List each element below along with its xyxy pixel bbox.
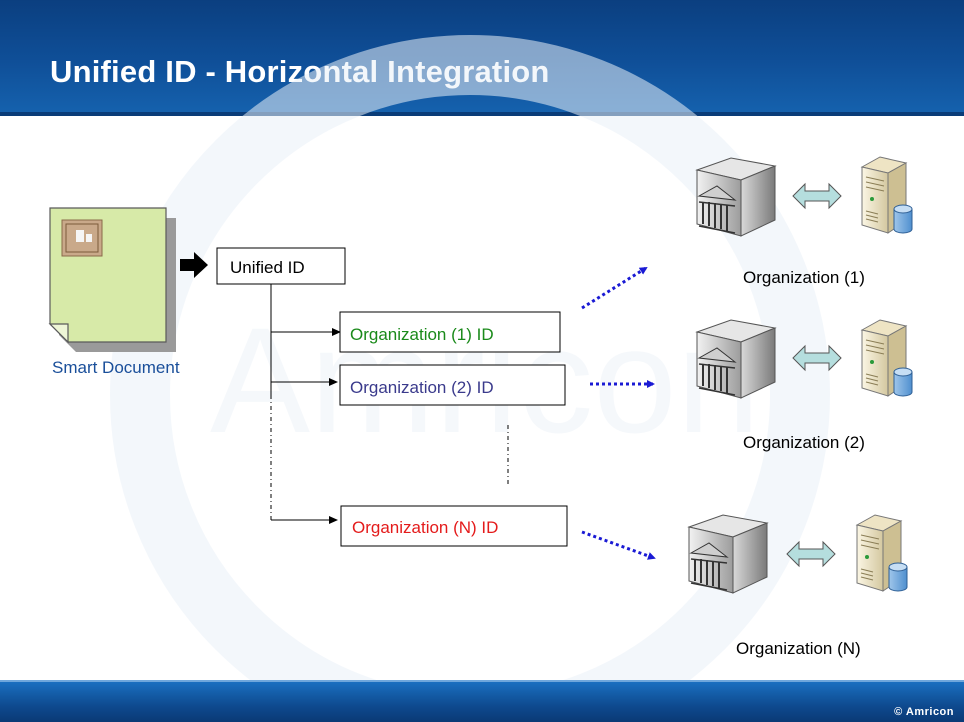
footer-bar: [0, 682, 964, 722]
org-2-label: Organization (2): [743, 433, 865, 452]
org-1-server-icon: [861, 156, 913, 234]
to-unified-id-arrow: [180, 252, 208, 278]
org-1-id-box: [339, 311, 561, 353]
header-divider: [0, 112, 964, 116]
org-1-link-arrow: [581, 266, 648, 310]
org-n-label: Organization (N): [736, 639, 861, 658]
org-n-id-box: [340, 505, 568, 547]
org-n-building-icon: [688, 514, 768, 594]
org-2-id-box: [339, 364, 566, 406]
copyright-text: © Amricon: [894, 706, 954, 718]
org-2-server-icon: [861, 319, 913, 397]
org-1-building-icon: [696, 157, 776, 237]
footer-divider: [0, 680, 964, 682]
org-2-building-icon: [696, 319, 776, 399]
unified-id-label: Unified ID: [230, 258, 305, 277]
org-n-id-label: Organization (N) ID: [352, 518, 498, 537]
tree-connectors: [270, 284, 509, 524]
org-1-label: Organization (1): [743, 268, 865, 287]
org-n-server-icon: [856, 514, 908, 592]
org-1-id-label: Organization (1) ID: [350, 325, 494, 344]
org-n-link-arrow: [581, 530, 656, 560]
org-1-exchange-icon: [792, 183, 842, 209]
smart-document-icon: [48, 207, 176, 352]
unified-id-box: [216, 247, 346, 285]
smart-document-label: Smart Document: [52, 358, 180, 377]
org-2-id-label: Organization (2) ID: [350, 378, 494, 397]
